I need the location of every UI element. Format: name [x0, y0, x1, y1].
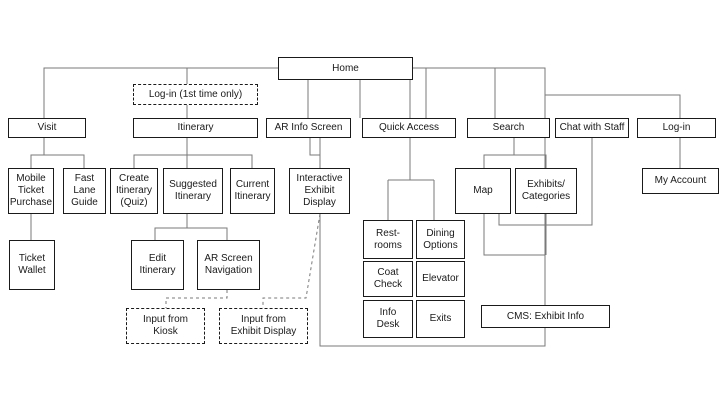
visit-node[interactable]: Visit — [8, 118, 86, 138]
fast-lane-guide-node[interactable]: Fast Lane Guide — [63, 168, 106, 214]
exhibits-categories-node[interactable]: Exhibits/ Categories — [515, 168, 577, 214]
coat-check-node[interactable]: Coat Check — [363, 261, 413, 297]
quick-access-node[interactable]: Quick Access — [362, 118, 456, 138]
itinerary-node[interactable]: Itinerary — [133, 118, 258, 138]
dining-options-node[interactable]: Dining Options — [416, 220, 465, 259]
exits-node[interactable]: Exits — [416, 300, 465, 338]
current-itinerary-node[interactable]: Current Itinerary — [230, 168, 275, 214]
input-from-exhibit-display-node[interactable]: Input from Exhibit Display — [219, 308, 308, 344]
login-first-time-node[interactable]: Log-in (1st time only) — [133, 84, 258, 105]
home-node[interactable]: Home — [278, 57, 413, 80]
input-from-kiosk-node[interactable]: Input from Kiosk — [126, 308, 205, 344]
restrooms-node[interactable]: Rest- rooms — [363, 220, 413, 259]
login-node[interactable]: Log-in — [637, 118, 716, 138]
info-desk-node[interactable]: Info Desk — [363, 300, 413, 338]
edit-itinerary-node[interactable]: Edit Itinerary — [131, 240, 184, 290]
interactive-exhibit-display-node[interactable]: Interactive Exhibit Display — [289, 168, 350, 214]
chat-with-staff-node[interactable]: Chat with Staff — [555, 118, 629, 138]
search-node[interactable]: Search — [467, 118, 550, 138]
suggested-itinerary-node[interactable]: Suggested Itinerary — [163, 168, 223, 214]
my-account-node[interactable]: My Account — [642, 168, 719, 194]
ar-info-screen-node[interactable]: AR Info Screen — [266, 118, 351, 138]
ticket-wallet-node[interactable]: Ticket Wallet — [9, 240, 55, 290]
create-itinerary-node[interactable]: Create Itinerary (Quiz) — [110, 168, 158, 214]
map-node[interactable]: Map — [455, 168, 511, 214]
cms-exhibit-info-node[interactable]: CMS: Exhibit Info — [481, 305, 610, 328]
ar-screen-navigation-node[interactable]: AR Screen Navigation — [197, 240, 260, 290]
elevator-node[interactable]: Elevator — [416, 261, 465, 297]
mobile-ticket-purchase-node[interactable]: Mobile Ticket Purchase — [8, 168, 54, 214]
